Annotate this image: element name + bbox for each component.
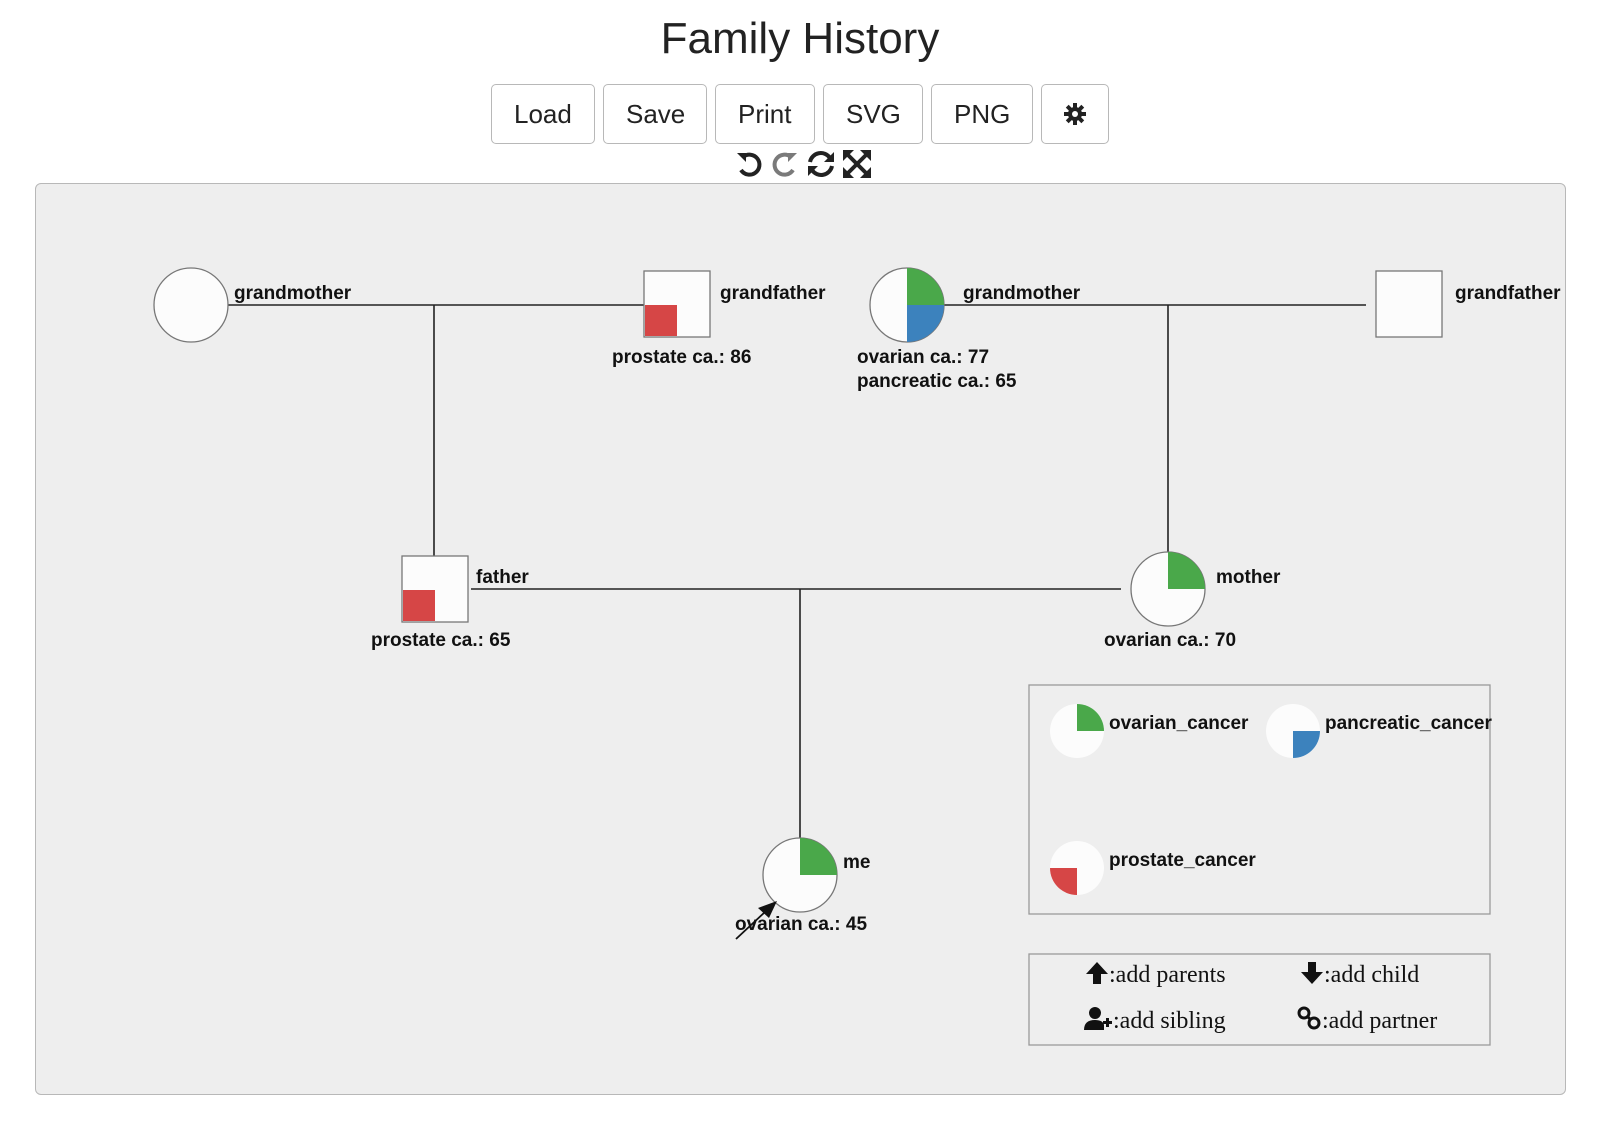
me-note: ovarian ca.: 45 <box>735 914 867 935</box>
load-button[interactable]: Load <box>491 84 595 144</box>
link-icon <box>1297 1006 1321 1030</box>
png-export-button[interactable]: PNG <box>931 84 1033 144</box>
prostate-marker <box>403 590 435 621</box>
arrow-down-icon <box>1301 962 1323 984</box>
paternal-grandfather-node[interactable]: grandfather prostate ca.: 86 <box>612 270 826 368</box>
pedigree-canvas: grandmother grandfather prostate ca.: 86… <box>153 267 1561 1046</box>
maternal-grandmother-note-1: ovarian ca.: 77 <box>857 347 989 368</box>
add-sibling-help: :add sibling <box>1084 1007 1226 1034</box>
pancreatic-marker <box>907 305 944 342</box>
history-controls <box>733 148 873 180</box>
me-node[interactable]: me ovarian ca.: 45 <box>735 837 870 940</box>
add-parents-label: :add parents <box>1109 962 1226 988</box>
maternal-grandfather-node[interactable]: grandfather <box>1375 270 1561 338</box>
ovarian-marker <box>907 268 944 305</box>
legend-pancreatic: pancreatic_cancer <box>1266 704 1492 758</box>
relationship-lines <box>224 304 1366 841</box>
arrow-up-icon <box>1086 962 1108 984</box>
fullscreen-icon[interactable] <box>841 148 873 180</box>
gear-icon <box>1064 103 1086 125</box>
maternal-grandfather-name: grandfather <box>1455 283 1561 304</box>
maternal-grandmother-note-2: pancreatic ca.: 65 <box>857 371 1017 392</box>
add-partner-help: :add partner <box>1297 1006 1437 1034</box>
paternal-grandmother-node[interactable]: grandmother <box>153 267 352 343</box>
legend-pancreatic-label: pancreatic_cancer <box>1325 713 1492 734</box>
print-button[interactable]: Print <box>715 84 815 144</box>
legend-ovarian: ovarian_cancer <box>1050 704 1249 758</box>
save-button[interactable]: Save <box>603 84 707 144</box>
redo-icon[interactable] <box>769 148 801 180</box>
maternal-grandmother-node[interactable]: grandmother ovarian ca.: 77 pancreatic c… <box>857 267 1081 392</box>
paternal-grandfather-note: prostate ca.: 86 <box>612 347 751 368</box>
ovarian-marker <box>800 838 837 875</box>
legend-ovarian-label: ovarian_cancer <box>1109 713 1249 734</box>
settings-button[interactable] <box>1041 84 1109 144</box>
father-note: prostate ca.: 65 <box>371 630 511 651</box>
user-plus-icon <box>1084 1007 1112 1030</box>
add-child-help: :add child <box>1301 962 1419 988</box>
mother-note: ovarian ca.: 70 <box>1104 630 1236 651</box>
legend-prostate: prostate_cancer <box>1050 841 1256 895</box>
page-title: Family History <box>660 14 940 63</box>
father-node[interactable]: father prostate ca.: 65 <box>371 555 529 651</box>
me-name: me <box>843 852 870 873</box>
paternal-grandmother-name: grandmother <box>234 283 352 304</box>
svg-export-button[interactable]: SVG <box>823 84 923 144</box>
proband-arrow <box>735 901 777 940</box>
maternal-grandmother-name: grandmother <box>963 283 1081 304</box>
ovarian-marker <box>1168 552 1205 589</box>
add-partner-label: :add partner <box>1322 1008 1437 1034</box>
toolbar: Load Save Print SVG PNG <box>0 84 1600 144</box>
legend-prostate-label: prostate_cancer <box>1109 850 1256 871</box>
pedigree-panel: grandmother grandfather prostate ca.: 86… <box>35 183 1566 1095</box>
legend: ovarian_cancer pancreatic_cancer prostat… <box>1028 684 1492 915</box>
add-sibling-label: :add sibling <box>1113 1008 1226 1034</box>
reset-icon[interactable] <box>805 148 837 180</box>
undo-icon[interactable] <box>733 148 765 180</box>
father-name: father <box>476 567 529 588</box>
mother-node[interactable]: mother ovarian ca.: 70 <box>1104 551 1281 651</box>
add-parents-help: :add parents <box>1086 962 1226 988</box>
prostate-marker <box>645 305 677 336</box>
mother-name: mother <box>1216 567 1281 588</box>
help-box: :add parents :add child :add sibling <box>1028 953 1491 1046</box>
paternal-grandfather-name: grandfather <box>720 283 826 304</box>
add-child-label: :add child <box>1324 962 1419 988</box>
